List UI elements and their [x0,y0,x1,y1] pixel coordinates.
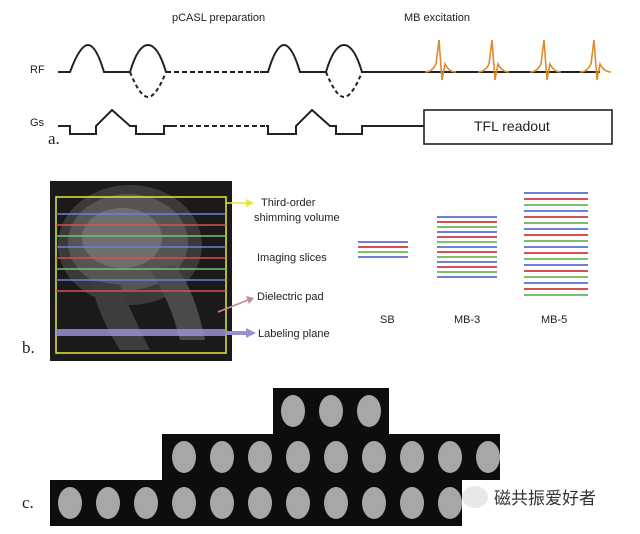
panel-c-letter: c. [22,493,34,512]
dielectric-pad-label: Dielectric pad [257,291,324,303]
brain-slice [172,441,196,473]
shimming-label-line2: shimming volume [254,212,340,224]
sb-label: SB [380,314,395,326]
mb-excitation-header: MB excitation [404,12,471,24]
brain-slice [319,395,343,427]
mri-slice-lines [56,213,226,292]
mb5-slice-stack [524,192,588,296]
shimming-volume-box [55,196,227,354]
brain-slice [400,487,424,519]
brain-slice [281,395,305,427]
brain-slice [362,441,386,473]
brain-slice [210,487,234,519]
rf-row-label: RF [30,64,45,76]
gs-row-label: Gs [30,117,45,129]
watermark-text: 磁共振爱好者 [494,489,596,509]
wechat-icon [462,485,488,508]
brain-slice [438,441,462,473]
brain-slice [58,487,82,519]
brain-slice [286,441,310,473]
rf-waveform [58,43,600,99]
pcasl-header: pCASL preparation [172,12,266,24]
shimming-label-line1: Third-order [261,197,316,209]
panel-a-letter: a. [48,129,60,148]
brain-slice [438,487,462,519]
tfl-readout-label: TFL readout [474,118,550,134]
brain-slice [134,487,158,519]
mb3-slice-stack [437,216,497,278]
brain-slice [210,441,234,473]
tfl-readout-box [423,109,613,145]
brain-slice [357,395,381,427]
mb-excitation-pulses [424,39,612,81]
mb3-label: MB-3 [454,314,481,326]
panel-b-arrows [217,199,256,338]
mb5-label: MB-5 [541,314,568,326]
brain-slice [248,441,272,473]
sb-slice-stack [358,241,408,258]
watermark: 磁共振爱好者 [462,484,596,509]
labeling-plane-label: Labeling plane [258,328,330,340]
imaging-slices-label: Imaging slices [257,252,327,264]
brain-slice [324,441,348,473]
brain-slice [476,441,500,473]
pulse-sequence-diagram [58,39,613,145]
panel-b-letter: b. [22,338,35,357]
brain-slice [172,487,196,519]
brain-slice [400,441,424,473]
labeling-plane [56,329,226,336]
brain-slice [248,487,272,519]
brain-slice [286,487,310,519]
gs-waveform [58,108,424,135]
brain-slice [362,487,386,519]
brain-slice [324,487,348,519]
brain-slice [96,487,120,519]
